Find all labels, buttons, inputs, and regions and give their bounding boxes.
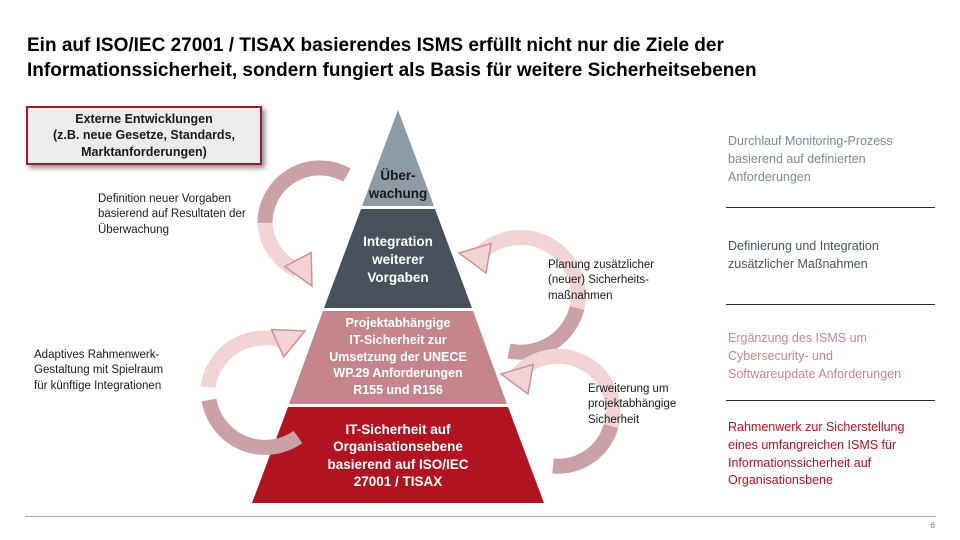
pyramid-level-3-shape (289, 311, 507, 404)
right-note-monitoring: Durchlauf Monitoring-Prozess basierend a… (728, 134, 893, 184)
right-note-definition: Definierung und Integration zusätzlicher… (728, 239, 879, 271)
annotation-right-extension: Erweiterung um projektabhängige Sicherhe… (588, 383, 677, 426)
page-number: 6 (930, 520, 935, 530)
right-note-isms-supplement: Ergänzung des ISMS um Cybersecurity- und… (728, 331, 902, 381)
separator-line-3 (726, 400, 935, 401)
cycle-arrow-right-bottom (499, 348, 621, 474)
slide-title: Ein auf ISO/IEC 27001 / TISAX basierende… (27, 33, 847, 84)
pyramid-level-1-label: Über- wachung (368, 168, 428, 202)
external-developments-box: Externe Entwicklungen (z.B. neue Gesetze… (26, 106, 262, 165)
cycle-arrow-top-left (257, 160, 351, 288)
right-note-framework: Rahmenwerk zur Sicherstellung eines umfa… (728, 420, 905, 488)
pyramid-level-4-shape (252, 407, 544, 503)
separator-line-1 (726, 207, 935, 208)
footer-line (25, 516, 936, 517)
pyramid-level-4-label: IT-Sicherheit auf Organisationsebene bas… (327, 422, 469, 489)
pyramid-level-1-shape (362, 110, 434, 206)
annotation-right-planning: Planung zusätzlicher (neuer) Sicherheits… (548, 259, 655, 302)
slide-title-line2: Informationssicherheit, sondern fungiert… (27, 60, 757, 82)
pyramid-level-2-shape (324, 209, 472, 308)
cycle-arrow-right-top (457, 229, 586, 360)
annotation-left-framework: Adaptives Rahmenwerk- Gestaltung mit Spi… (34, 349, 164, 392)
separator-line-2 (726, 304, 935, 305)
slide-title-line1: Ein auf ISO/IEC 27001 / TISAX basierende… (27, 35, 724, 56)
annotation-left-monitoring: Definition neuer Vorgaben basierend auf … (98, 193, 246, 236)
cycle-arrow-left-middle (200, 328, 307, 455)
pyramid-level-3-label: Projektabhängige IT-Sicherheit zur Umset… (329, 316, 467, 397)
pyramid-level-2-label: Integration weiterer Vorgaben (363, 234, 433, 286)
